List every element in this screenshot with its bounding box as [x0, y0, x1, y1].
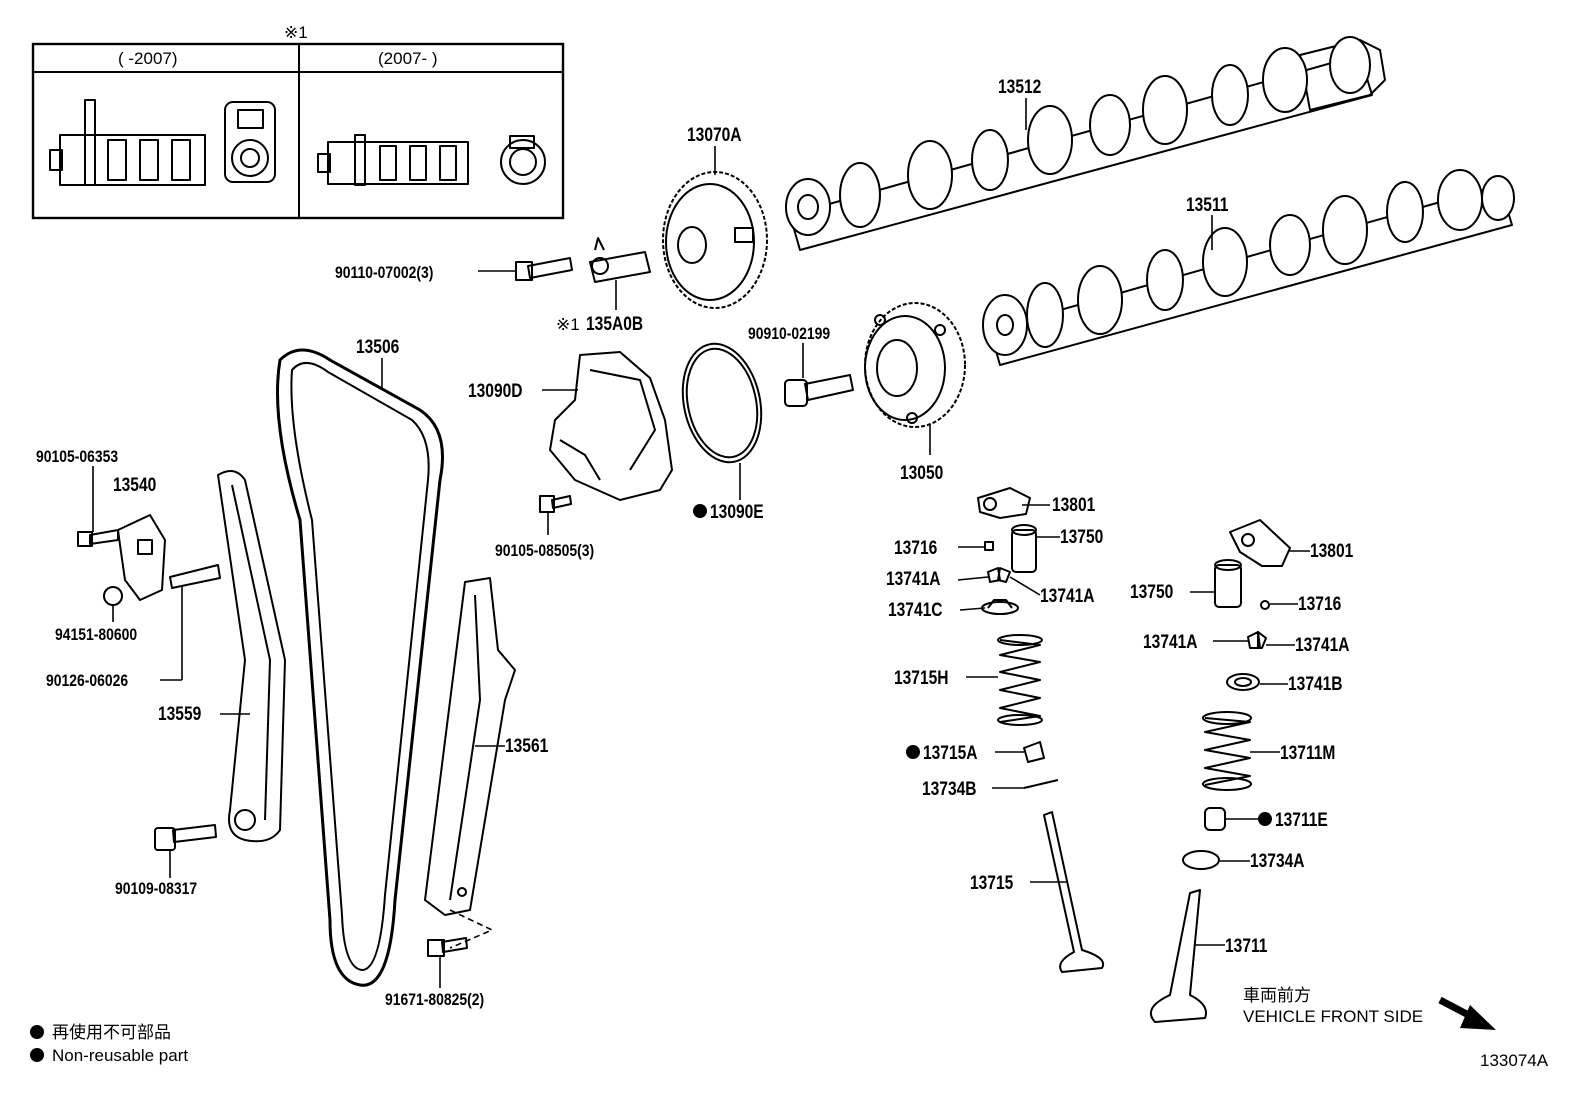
- label-13750-intake: 13750: [1060, 526, 1103, 548]
- non-reusable-dot-13711E: [1258, 812, 1272, 826]
- label-13750-exhaust: 13750: [1130, 581, 1173, 603]
- part-labels: 13512 13511 13070A 90110-07002(3) ※1 135…: [36, 76, 1354, 1010]
- label-90105-06353: 90105-06353: [36, 448, 118, 467]
- label-13511: 13511: [1186, 194, 1229, 216]
- label-135A0B: 135A0B: [586, 313, 643, 335]
- non-reusable-dot-13715A: [906, 745, 920, 759]
- valve-stem-cap-13716b-drawing: [1260, 600, 1270, 610]
- label-13711E: 13711E: [1275, 809, 1328, 831]
- camshaft-13512-drawing: [785, 36, 1386, 251]
- label-90126-06026: 90126-06026: [46, 672, 128, 691]
- nut-94151-drawing: [103, 586, 123, 606]
- non-reusable-dot-13090E: [693, 504, 707, 518]
- label-90105-08505: 90105-08505(3): [495, 542, 594, 561]
- vvt-gear-13070A-drawing: [662, 171, 768, 309]
- label-13801-exhaust: 13801: [1310, 540, 1354, 562]
- timing-chain-13506-drawing: [276, 348, 444, 987]
- valve-keepers-13741A-b-drawing: [1247, 631, 1267, 649]
- rocker-arm-13801b-drawing: [1229, 519, 1291, 567]
- label-90109-08317: 90109-08317: [115, 880, 197, 899]
- label-90910-02199: 90910-02199: [748, 325, 830, 344]
- label-13734B: 13734B: [922, 778, 977, 800]
- intake-valve-13715-drawing: [1043, 811, 1104, 973]
- label-13715: 13715: [970, 872, 1014, 894]
- label-91671-80825: 91671-80825(2): [385, 991, 484, 1010]
- orientation-en: VEHICLE FRONT SIDE: [1243, 1007, 1423, 1026]
- ocv-old-drawing: [49, 99, 276, 186]
- bolt-91671-drawing: [427, 937, 468, 957]
- label-13716-exhaust: 13716: [1298, 593, 1342, 615]
- valve-spring-13711M-drawing: [1202, 711, 1252, 791]
- figure-id: 133074A: [1480, 1051, 1549, 1070]
- label-13741A-2: 13741A: [1040, 585, 1095, 607]
- label-13512: 13512: [998, 76, 1041, 98]
- timing-cover-13090D-drawing: [549, 351, 673, 501]
- legend-line-en: Non-reusable part: [52, 1046, 188, 1065]
- spring-retainer-13741C-drawing: [981, 599, 1019, 615]
- inset-right-header: (2007- ): [378, 49, 438, 68]
- rocker-arm-13801a-drawing: [977, 487, 1031, 519]
- label-13561: 13561: [505, 735, 549, 757]
- inset-left-header: ( -2007): [118, 49, 178, 68]
- valve-stem-cap-13716a-drawing: [984, 541, 994, 551]
- tensioner-arm-13559-drawing: [217, 470, 286, 843]
- label-13734A: 13734A: [1250, 850, 1305, 872]
- ocv-new-drawing: [317, 134, 546, 186]
- label-13711: 13711: [1225, 935, 1268, 957]
- valve-seal-13715A-drawing: [1023, 741, 1045, 763]
- label-13741A-3: 13741A: [1143, 631, 1198, 653]
- shim-13734A-drawing: [1182, 850, 1220, 870]
- label-13559: 13559: [158, 703, 202, 725]
- valve-seal-13711E-drawing: [1204, 807, 1226, 831]
- label-13715A: 13715A: [923, 742, 978, 764]
- label-94151-80600: 94151-80600: [55, 626, 137, 645]
- front-arrow-icon: [1438, 996, 1496, 1030]
- label-13090E: 13090E: [710, 501, 764, 523]
- orientation-indicator: 車両前方 VEHICLE FRONT SIDE: [1243, 986, 1496, 1030]
- label-90110-07002: 90110-07002(3): [335, 264, 433, 283]
- label-13716-intake: 13716: [894, 537, 938, 559]
- spring-retainer-13741B-drawing: [1226, 673, 1260, 691]
- valve-spring-13715H-drawing: [997, 634, 1043, 726]
- chain-guide-13561-drawing: [424, 577, 516, 949]
- stud-90126-drawing: [169, 564, 221, 589]
- legend: 再使用不可部品 Non-reusable part: [30, 1022, 188, 1065]
- label-13070A: 13070A: [687, 124, 742, 146]
- label-13741C: 13741C: [888, 599, 943, 621]
- bolt-90109-drawing: [154, 824, 217, 851]
- bolt-90910-drawing: [784, 374, 854, 407]
- leader-lines: [92, 98, 1310, 988]
- label-13506: 13506: [356, 336, 400, 358]
- label-13711M: 13711M: [1280, 742, 1335, 764]
- label-135A0B-marker: ※1: [556, 315, 580, 334]
- variant-inset: ※1 ( -2007) (2007- ): [31, 23, 565, 220]
- camshaft-13511-drawing: [982, 169, 1515, 366]
- gasket-13090E-drawing: [681, 342, 763, 464]
- vvt-gear-13050-drawing: [864, 302, 966, 428]
- bolt-90105-08505-drawing: [539, 495, 572, 513]
- inset-marker: ※1: [284, 23, 308, 42]
- shim-13734B-drawing: [1023, 779, 1059, 789]
- bolt-90105-06353-drawing: [77, 529, 119, 547]
- label-13801-intake: 13801: [1052, 494, 1096, 516]
- label-13090D: 13090D: [468, 380, 523, 402]
- lash-adjuster-13750b-drawing: [1214, 559, 1242, 608]
- oil-control-valve-135A0B-drawing: [589, 237, 651, 283]
- legend-line-jp: 再使用不可部品: [52, 1022, 171, 1042]
- label-13050: 13050: [900, 462, 943, 484]
- legend-dot-1: [30, 1025, 44, 1039]
- legend-dot-2: [30, 1048, 44, 1062]
- label-13540: 13540: [113, 474, 156, 496]
- bolt-90110-drawing: [515, 257, 573, 281]
- exhaust-valve-13711-drawing: [1150, 889, 1207, 1023]
- valve-keepers-13741A-a-drawing: [987, 567, 1011, 583]
- label-13741A-4: 13741A: [1295, 634, 1350, 656]
- label-13741B: 13741B: [1288, 673, 1343, 695]
- label-13715H: 13715H: [894, 667, 949, 689]
- chain-tensioner-13540-drawing: [117, 514, 166, 601]
- lash-adjuster-13750a-drawing: [1011, 524, 1037, 573]
- label-13741A-1: 13741A: [886, 568, 941, 590]
- orientation-jp: 車両前方: [1243, 986, 1311, 1005]
